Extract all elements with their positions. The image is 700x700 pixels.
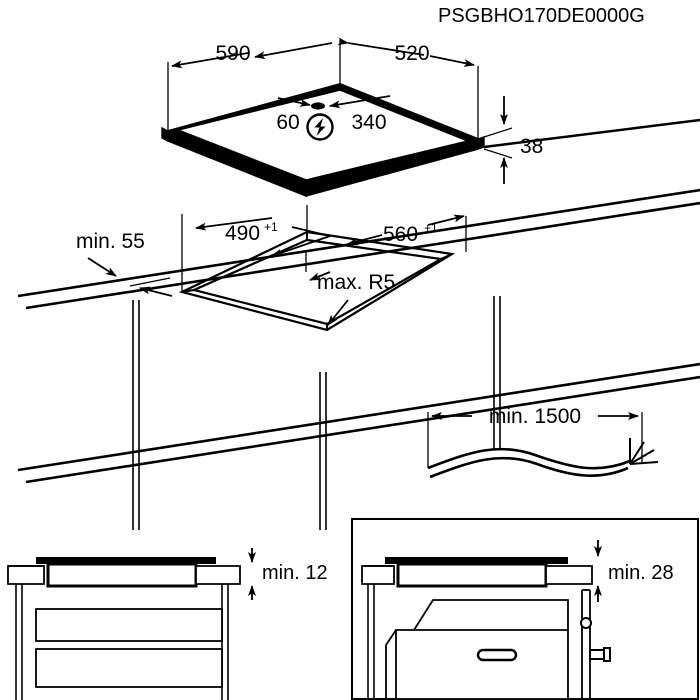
product-code: PSGBHO170DE0000G [438,5,645,27]
dimension-340: 340 [329,95,391,134]
dimension-38-label: 38 [520,135,543,158]
cutout-opening [178,230,456,332]
dimension-560: 560 +1 [347,214,465,246]
dimension-590-label: 590 [215,42,250,65]
dimension-340-label: 340 [351,111,386,134]
hob-isometric-view: 590 520 60 340 38 [161,37,700,198]
dimension-min-12-label: min. 12 [262,562,328,584]
drawer-lower [35,648,223,688]
dimension-520: 520 [337,37,475,67]
dimension-min-55: min. 55 [76,230,173,297]
cable-wire-ends [629,438,659,465]
electrical-connection-icon [306,113,334,141]
dimension-min-28: min. 28 [594,540,674,602]
dimension-min-28-label: min. 28 [608,562,674,584]
dimension-560-superscript: +1 [424,221,438,235]
dimension-min-1500-label: min. 1500 [489,405,581,428]
dimension-60: 60 [276,97,311,134]
cabinet-legs [132,296,501,530]
dimension-min-12: min. 12 [248,548,328,600]
clearance-over-oven-view: min. 28 [351,518,699,700]
fixing-screw-upper [580,617,592,629]
mains-cable-view: min. 1500 [427,405,659,479]
dimension-490-superscript: +1 [264,220,278,234]
dimension-490: 490 +1 [195,217,331,257]
dimension-min-55-label: min. 55 [76,230,145,253]
dimension-520-label: 520 [394,42,429,65]
dimension-max-r5: max. R5 [305,252,395,326]
worktop-cutout-view: 490 +1 560 +1 min. 55 max. R5 [17,188,700,530]
drawer-upper [35,608,223,642]
dimension-560-label: 560 [383,223,418,246]
dimension-590: 590 [171,42,333,69]
dimension-490-label: 490 [225,222,260,245]
connection-point-marker [311,102,325,110]
dimension-max-r5-label: max. R5 [317,271,395,294]
oven-handle [476,648,518,662]
clearance-over-drawer-view: min. 12 [7,548,328,700]
dimension-60-label: 60 [276,111,299,134]
fixing-screw-lower [589,649,605,660]
